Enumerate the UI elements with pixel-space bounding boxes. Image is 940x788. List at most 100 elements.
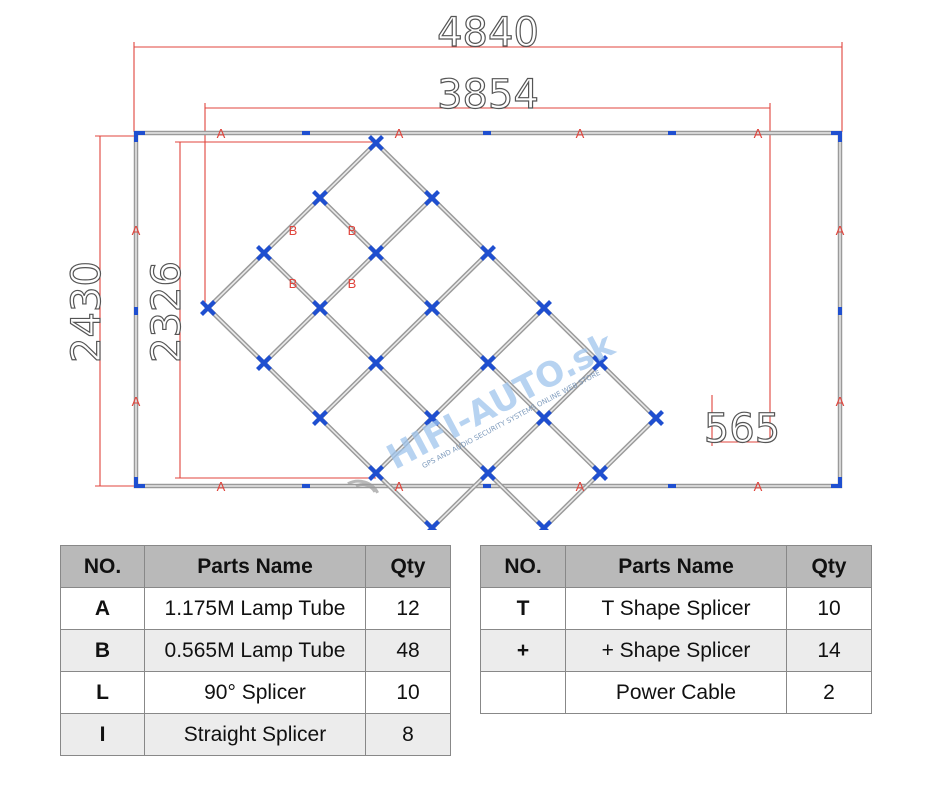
dim-inner-height: 2326 (144, 261, 190, 363)
splicer-joint (368, 245, 384, 261)
splicer-joint (312, 410, 328, 426)
label-a: A (217, 126, 226, 141)
cell-no: + (480, 629, 566, 672)
cell-parts-name: Power Cable (565, 671, 787, 714)
lamp-tube (540, 417, 657, 530)
table-row: + + Shape Splicer 14 (480, 629, 872, 672)
splicer-joint (200, 300, 216, 316)
splicer-joint (368, 465, 384, 481)
table-row: I Straight Splicer 8 (60, 713, 451, 756)
label-a: A (217, 479, 226, 494)
cell-qty: 2 (786, 671, 872, 714)
parts-table-right: NO. Parts Name Qty T T Shape Splicer 10 … (480, 545, 872, 714)
dim-offset: 565 (704, 406, 780, 452)
splicer-joint (536, 520, 552, 530)
splicer-joint (480, 355, 496, 371)
header-no: NO. (60, 545, 145, 588)
cell-parts-name: Straight Splicer (144, 713, 366, 756)
dim-total-width: 4840 (437, 10, 539, 56)
cell-parts-name: 0.565M Lamp Tube (144, 629, 366, 672)
table-row: T T Shape Splicer 10 (480, 587, 872, 630)
cell-no: I (60, 713, 145, 756)
label-b: B (289, 276, 298, 291)
diamond-lattice (200, 135, 664, 530)
lamp-tube (431, 362, 601, 529)
label-a: A (576, 126, 585, 141)
cell-parts-name: 90° Splicer (144, 671, 366, 714)
table-row: A 1.175M Lamp Tube 12 (60, 587, 451, 630)
cell-qty: 48 (365, 629, 451, 672)
cell-qty: 14 (786, 629, 872, 672)
lamp-tube (263, 252, 545, 529)
table-header-row: NO. Parts Name Qty (480, 545, 872, 588)
cell-parts-name: T Shape Splicer (565, 587, 787, 630)
splicer-joint (256, 245, 272, 261)
table-header-row: NO. Parts Name Qty (60, 545, 451, 588)
header-parts-name: Parts Name (144, 545, 366, 588)
splicer-joint (480, 465, 496, 481)
cell-no: L (60, 671, 145, 714)
cell-parts-name: 1.175M Lamp Tube (144, 587, 366, 630)
dim-inner-width: 3854 (437, 72, 539, 118)
dim-total-height: 2430 (64, 261, 110, 363)
header-qty: Qty (365, 545, 451, 588)
part-labels-a: A A A A A A A A A A A A (132, 126, 845, 494)
label-a: A (836, 223, 845, 238)
header-qty: Qty (786, 545, 872, 588)
lamp-tube (319, 252, 489, 419)
cell-qty: 10 (365, 671, 451, 714)
splicer-joint (592, 355, 608, 371)
label-a: A (395, 479, 404, 494)
table-row: B 0.565M Lamp Tube 48 (60, 629, 451, 672)
splicer-joint (424, 520, 440, 530)
lamp-tube (319, 197, 601, 474)
lamp-tube (538, 415, 659, 530)
splicer-joint (648, 410, 664, 426)
cell-qty: 8 (365, 713, 451, 756)
cell-no: A (60, 587, 145, 630)
label-a: A (754, 479, 763, 494)
lamp-frame-diagram: 4840 3854 2430 2326 565 A A A A A A A A … (63, 9, 845, 530)
splicer-joint (536, 410, 552, 426)
label-a: A (132, 223, 141, 238)
dimension-lines (95, 42, 843, 487)
lamp-tube (207, 142, 377, 309)
cell-qty: 12 (365, 587, 451, 630)
header-no: NO. (480, 545, 566, 588)
parts-table-left: NO. Parts Name Qty A 1.175M Lamp Tube 12… (60, 545, 451, 756)
label-a: A (132, 394, 141, 409)
label-a: A (576, 479, 585, 494)
splicer-joint (312, 190, 328, 206)
splicer-joint (424, 190, 440, 206)
signal-icon (347, 479, 380, 494)
splicer-joint (424, 410, 440, 426)
splicer-joint (536, 300, 552, 316)
splicer-joint (424, 300, 440, 316)
lamp-tube (375, 142, 657, 419)
label-a: A (395, 126, 404, 141)
table-row: Power Cable 2 (480, 671, 872, 714)
header-parts-name: Parts Name (565, 545, 787, 588)
splicer-joint (368, 135, 384, 151)
lamp-tube (375, 307, 545, 474)
lamp-tube (263, 197, 433, 364)
splicer-joint (480, 245, 496, 261)
label-a: A (754, 126, 763, 141)
label-b: B (289, 223, 298, 238)
label-b: B (348, 223, 357, 238)
frame-splicers (134, 131, 842, 488)
part-labels-b: B B B B (289, 223, 357, 291)
splicer-joint (368, 355, 384, 371)
label-b: B (348, 276, 357, 291)
cell-no: B (60, 629, 145, 672)
cell-no: T (480, 587, 566, 630)
cell-qty: 10 (786, 587, 872, 630)
label-a: A (836, 394, 845, 409)
cell-no (480, 671, 566, 714)
splicer-joint (256, 355, 272, 371)
table-row: L 90° Splicer 10 (60, 671, 451, 714)
cell-parts-name: + Shape Splicer (565, 629, 787, 672)
splicer-joint (592, 465, 608, 481)
lamp-tube (207, 307, 436, 530)
splicer-joint (312, 300, 328, 316)
